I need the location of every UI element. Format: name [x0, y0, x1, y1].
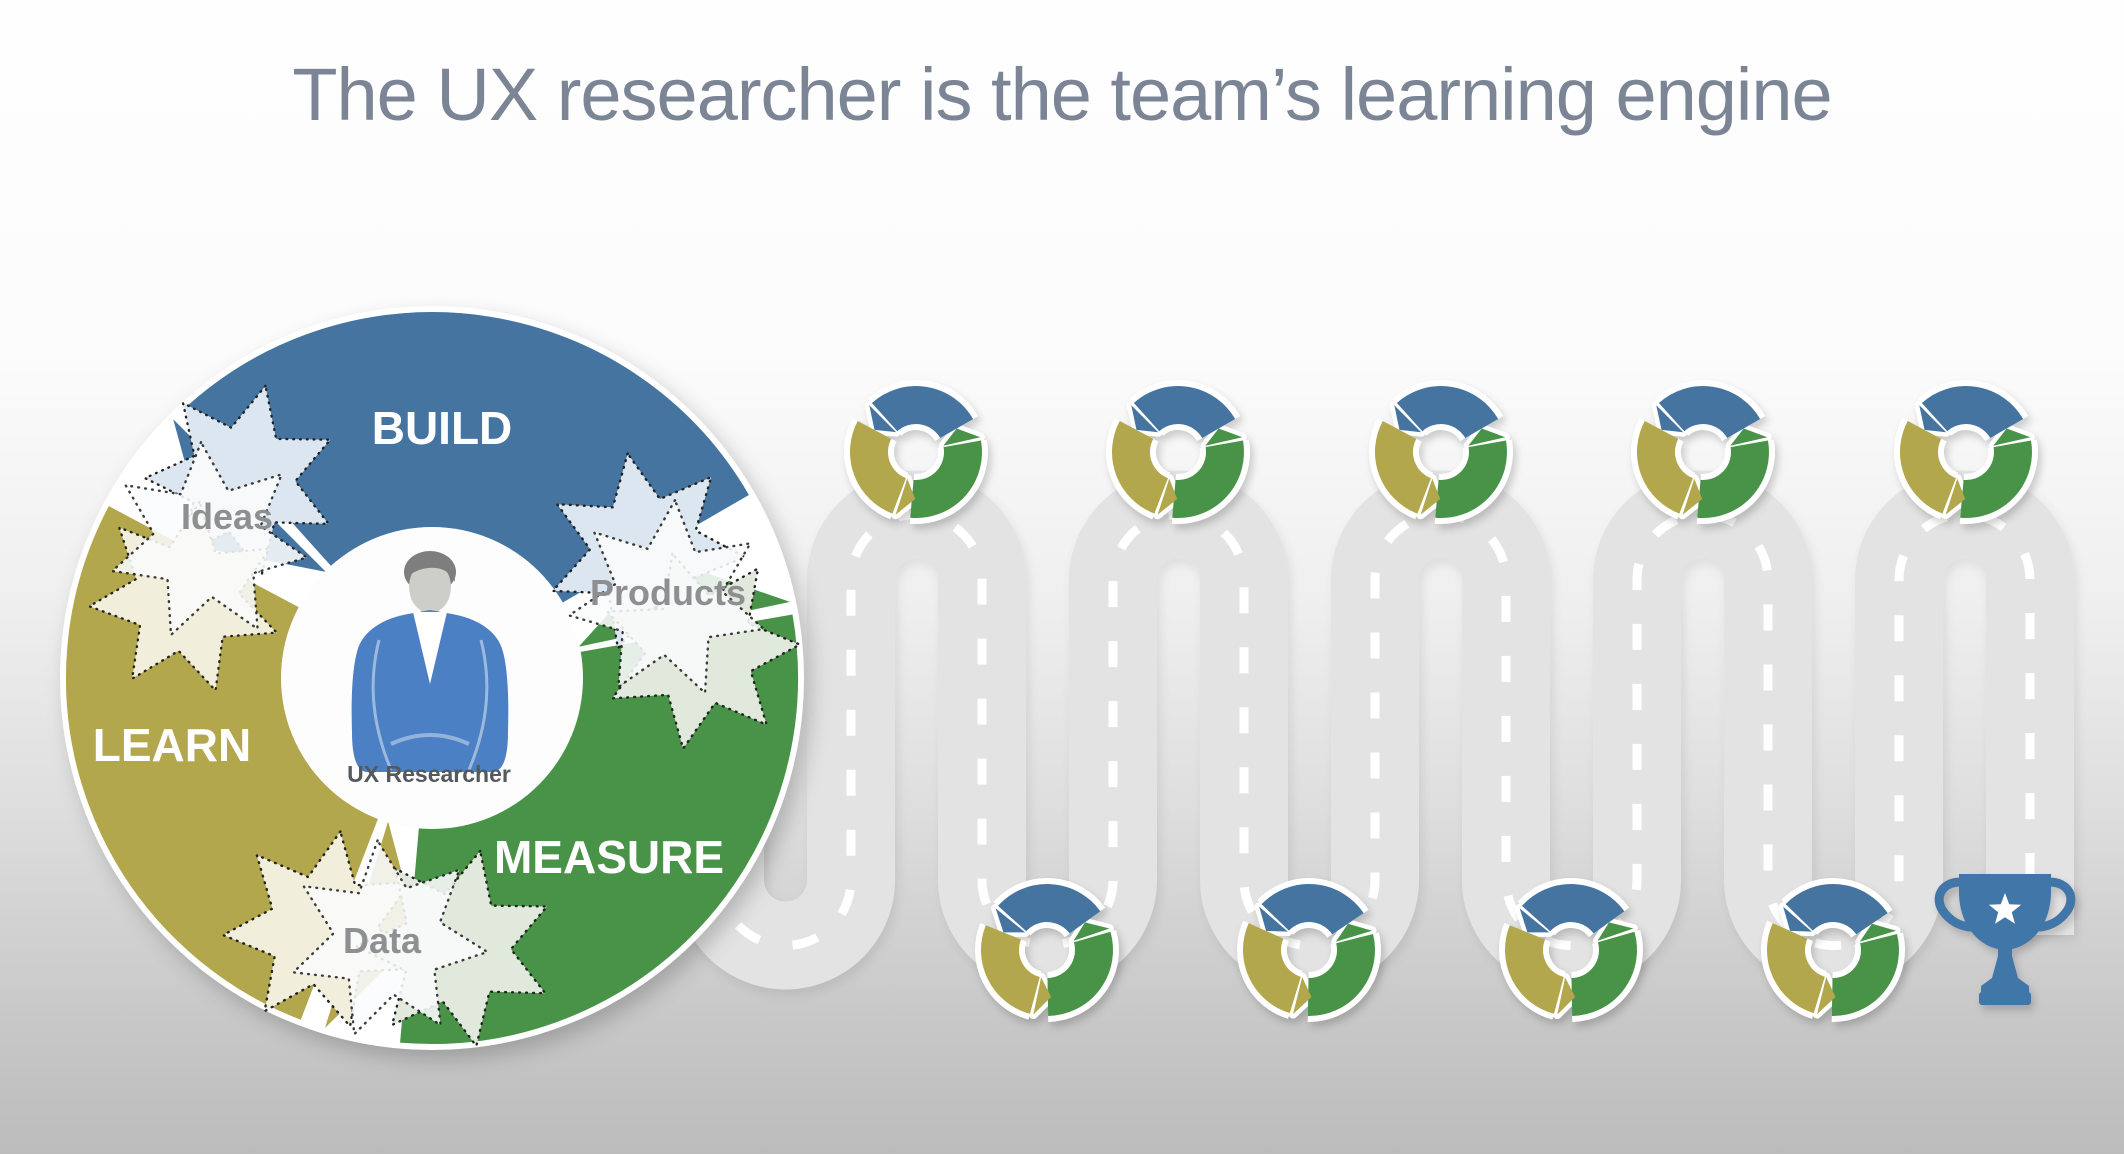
trophy-handle-right: [2035, 877, 2076, 932]
trophy-stem: [1981, 956, 2029, 992]
trophy-star: [1988, 893, 2022, 924]
bml-cycle-icon: [1656, 405, 1767, 515]
stage-label-build: BUILD: [372, 402, 513, 454]
center-label: UX Researcher: [347, 761, 511, 787]
trophy-base: [1979, 992, 2031, 1005]
artifact-label-products: Products: [590, 572, 746, 613]
person-face: [409, 561, 451, 613]
person-hair-fringe: [406, 554, 455, 582]
person-hands-line: [390, 733, 470, 746]
person-shirt: [413, 612, 447, 684]
artifact-label-data: Data: [343, 920, 422, 961]
person-jacket: [351, 610, 509, 772]
stage-label-learn: LEARN: [93, 719, 251, 771]
trophy-handle-left: [1934, 877, 1975, 932]
bml-cycle-ring: BUILD MEASURE LEARN Ideas Products Data …: [60, 306, 820, 1061]
person-arm-right: [467, 639, 489, 771]
bml-cycle-icon: [1919, 405, 2030, 515]
person-arm-left: [371, 639, 393, 771]
stage-label-measure: MEASURE: [494, 831, 724, 883]
bml-cycle-icon: [869, 405, 980, 515]
artifact-label-ideas: Ideas: [181, 496, 273, 537]
page-title: The UX researcher is the team’s learning…: [292, 53, 1832, 136]
person-icon: UX Researcher: [347, 551, 511, 787]
bml-cycle-icon: [1394, 405, 1505, 515]
bml-cycle-icon: [1131, 405, 1242, 515]
trophy-icon: [1934, 874, 2076, 1005]
